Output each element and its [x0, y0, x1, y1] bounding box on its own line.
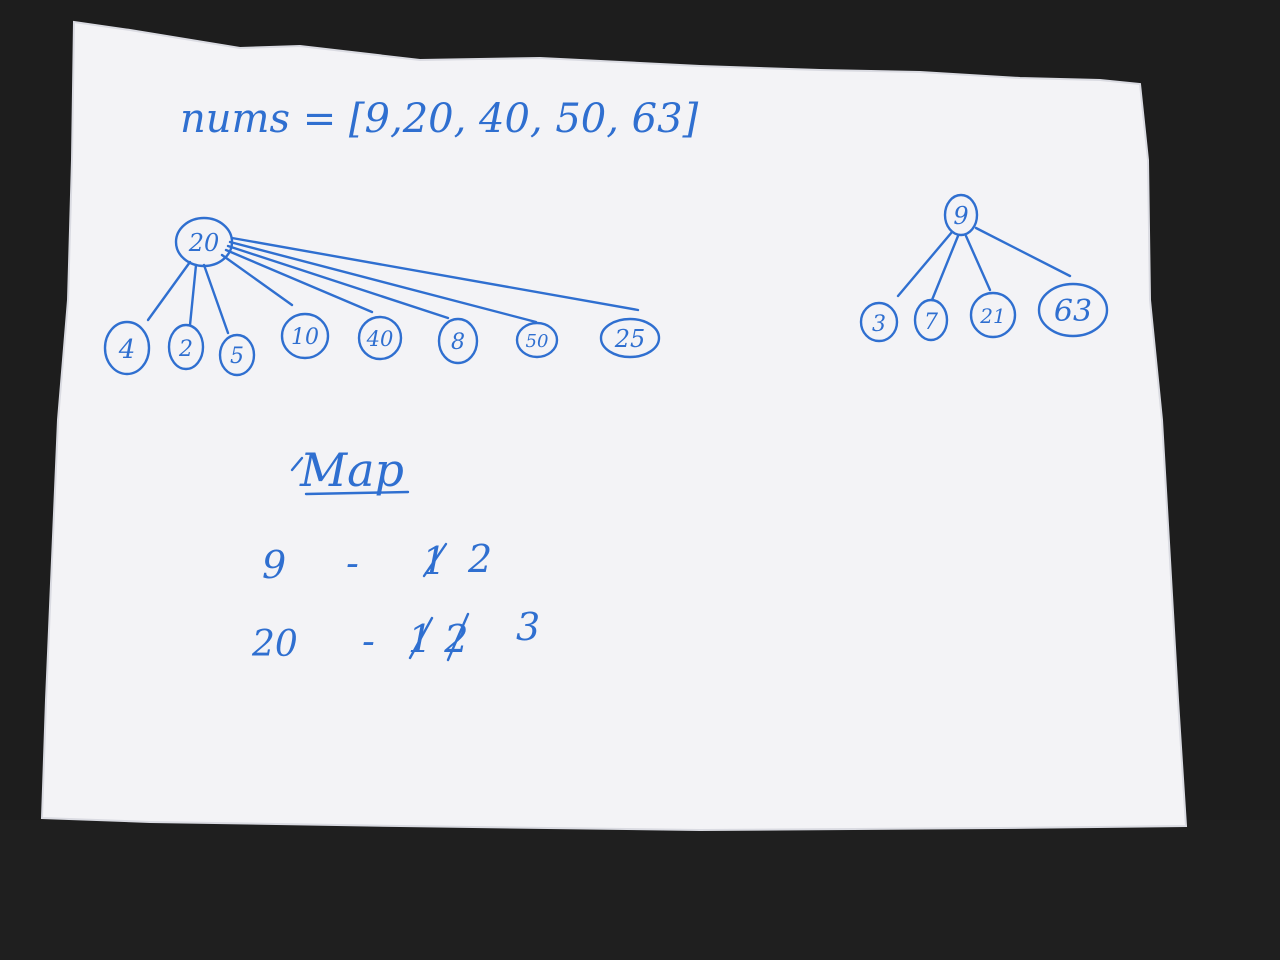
right-child-label: 7: [924, 310, 938, 335]
node-circle-8: [437, 317, 479, 365]
left-child-label: 8: [451, 330, 465, 355]
edge-20-8: [226, 244, 450, 320]
edge-9-3: [896, 230, 954, 298]
map-heading: Map: [299, 443, 404, 497]
left-tree-edges: [146, 236, 640, 335]
edge-20-2: [188, 263, 198, 327]
node-circle-4: [103, 320, 151, 376]
map-row-1-strike: [422, 542, 448, 578]
left-child-label: 5: [230, 344, 244, 369]
map-row-1-value: 2: [467, 537, 492, 581]
map-underline: [304, 490, 410, 496]
left-tree-circles: [103, 216, 661, 377]
left-child-label: 50: [526, 331, 549, 352]
node-circle-63: [1037, 282, 1109, 338]
edge-20-4: [146, 260, 192, 322]
map-row-2-key: 20: [251, 624, 298, 665]
edge-9-7: [930, 234, 960, 302]
node-circle-21: [969, 291, 1017, 339]
node-circle-25: [599, 317, 661, 359]
map-row-2-dash: -: [362, 619, 375, 663]
left-root-label: 20: [188, 229, 220, 257]
map-row-2-strike-b: [446, 612, 470, 662]
edge-20-25: [230, 236, 640, 312]
edge-20-10: [220, 253, 294, 307]
right-root-label: 9: [953, 202, 968, 230]
node-circle-40: [357, 315, 403, 361]
handwritten-ink: [103, 193, 1109, 662]
right-child-label: 63: [1054, 294, 1092, 329]
edge-20-5: [202, 263, 230, 335]
map-flourish: [290, 456, 304, 472]
map-row-1-key: 9: [262, 543, 286, 587]
right-tree-edges: [896, 226, 1072, 302]
map-row-1-struck: 1: [422, 539, 446, 583]
map-row-2-strike-a: [408, 616, 434, 660]
node-circle-root-20: [174, 216, 234, 268]
node-circle-root-9: [943, 193, 979, 237]
edge-20-40: [224, 248, 374, 314]
node-circle-3: [859, 301, 899, 343]
right-child-label: 3: [872, 312, 886, 337]
map-row-2-value: 3: [516, 605, 540, 649]
edge-20-50: [228, 240, 538, 324]
nums-list: nums = [9,20, 40, 50, 63]: [180, 96, 699, 142]
map-row-2-struck: 1 2: [408, 617, 468, 661]
right-child-label: 21: [979, 304, 1005, 328]
left-child-label: 25: [614, 325, 646, 353]
node-circle-10: [280, 312, 330, 360]
paper-sheet: [40, 20, 1188, 832]
edge-9-63: [974, 226, 1072, 278]
right-tree-circles: [859, 193, 1109, 343]
node-circle-50: [515, 321, 559, 359]
left-child-label: 10: [291, 325, 319, 350]
node-circle-5: [218, 333, 256, 377]
map-row-1-dash: -: [346, 541, 359, 585]
node-circle-7: [913, 298, 949, 342]
left-child-label: 2: [178, 337, 193, 362]
left-child-label: 4: [118, 335, 136, 365]
left-child-label: 40: [366, 327, 394, 351]
edge-9-21: [964, 234, 992, 292]
node-circle-2: [167, 323, 205, 371]
table-shadow: [0, 820, 1280, 960]
